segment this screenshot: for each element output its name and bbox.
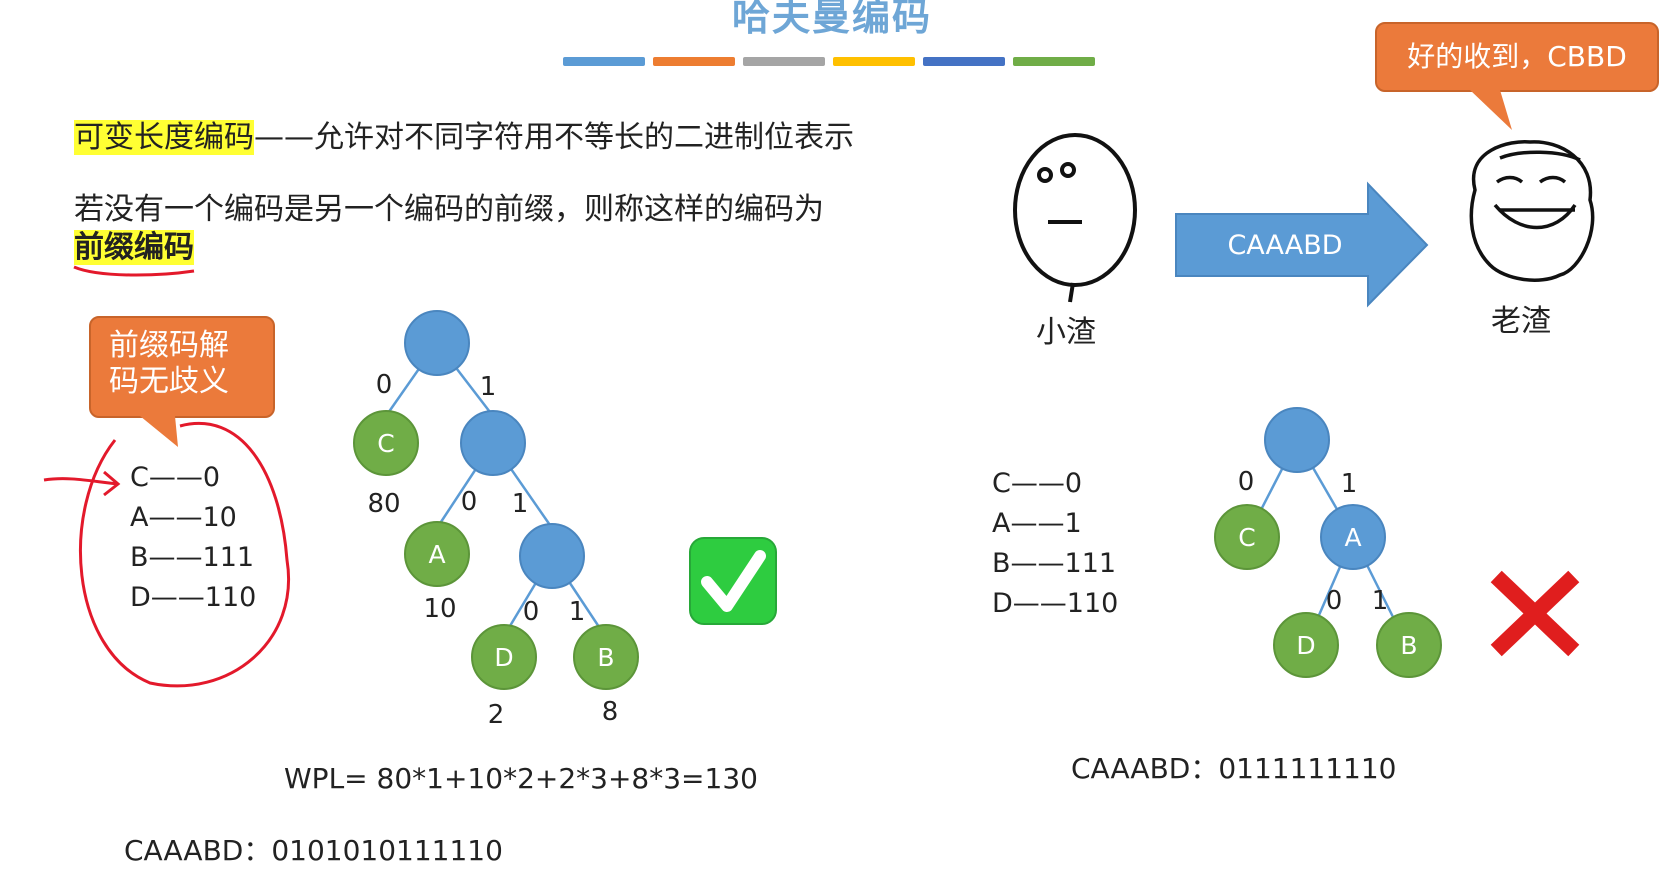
sender-face-icon xyxy=(1013,133,1137,303)
edge-label: 1 xyxy=(1372,586,1389,616)
color-bars xyxy=(563,57,1095,66)
code-item: C——0 xyxy=(130,462,221,493)
code-item: C——0 xyxy=(992,468,1083,499)
node-label-d: D xyxy=(494,643,513,672)
tree-right-node-a xyxy=(1320,504,1386,570)
message-arrow xyxy=(1175,181,1429,308)
code-item: D——110 xyxy=(130,582,257,613)
prefix-code-term-line: 前缀编码 xyxy=(74,222,194,266)
color-bar-5 xyxy=(923,57,1005,66)
callout-line-2: 码无歧义 xyxy=(109,364,229,399)
tree-right-node-b xyxy=(1376,612,1442,678)
code-item: D——110 xyxy=(992,588,1119,619)
edge-label: 0 xyxy=(523,597,540,627)
tree-left-node-b xyxy=(573,624,639,690)
edge-label: 0 xyxy=(376,370,393,400)
callout-line-1: 前缀码解 xyxy=(109,328,229,363)
tree-left-node-a xyxy=(404,521,470,587)
variable-length-term: 可变长度编码 xyxy=(74,120,254,155)
edge-label: 1 xyxy=(569,597,586,627)
callout-no-ambiguity: 前缀码解 码无歧义 xyxy=(89,316,275,418)
definition-text: ——允许对不同字符用不等长的二进制位表示 xyxy=(254,120,854,155)
hand-drawn-circle xyxy=(79,422,290,688)
code-item: B——111 xyxy=(992,548,1117,579)
tree-left-internal-2 xyxy=(519,523,585,589)
check-icon xyxy=(689,537,777,625)
callout-right-tail xyxy=(1470,90,1512,130)
tree-left-root xyxy=(404,310,470,376)
prefix-code-term: 前缀编码 xyxy=(74,230,194,265)
weight-label-d: 2 xyxy=(488,700,505,730)
encoding-right: CAAABD：0111111110 xyxy=(1071,752,1397,785)
receiver-name: 老渣 xyxy=(1491,304,1551,339)
callout-left-tail xyxy=(140,416,178,447)
node-label-b: B xyxy=(597,643,614,672)
prefix-definition-line: 若没有一个编码是另一个编码的前缀，则称这样的编码为 xyxy=(74,192,824,227)
code-item: A——1 xyxy=(992,508,1082,539)
wpl-formula: WPL= 80*1+10*2+2*3+8*3=130 xyxy=(284,762,758,795)
code-item: A——10 xyxy=(130,502,237,533)
callout-reply: 好的收到，CBBD xyxy=(1375,22,1659,92)
node-label-a: A xyxy=(428,540,445,569)
weight-label-c: 80 xyxy=(367,489,400,519)
node-label-a: A xyxy=(1344,523,1361,552)
color-bar-4 xyxy=(833,57,915,66)
edge-label: 1 xyxy=(480,372,497,402)
code-list-right: C——0 A——1 B——111 D——110 xyxy=(992,464,1118,624)
tree-right-node-d xyxy=(1273,612,1339,678)
color-bar-1 xyxy=(563,57,645,66)
code-list-left: C——0 A——10 B——111 D——110 xyxy=(130,458,256,618)
color-bar-2 xyxy=(653,57,735,66)
encoding-left: CAAABD：0101010111110 xyxy=(124,834,503,867)
hand-drawn-arrowhead xyxy=(103,470,121,497)
tree-right-node-c xyxy=(1214,504,1280,570)
cross-icon xyxy=(1490,570,1580,657)
color-bar-3 xyxy=(743,57,825,66)
hand-drawn-arrow xyxy=(43,477,119,486)
definition-line: 可变长度编码——允许对不同字符用不等长的二进制位表示 xyxy=(74,112,854,156)
edge-label: 0 xyxy=(1238,467,1255,497)
edge-label: 1 xyxy=(512,489,529,519)
tree-left-node-d xyxy=(471,624,537,690)
weight-label-a: 10 xyxy=(423,594,456,624)
node-label-b: B xyxy=(1400,631,1417,660)
weight-label-b: 8 xyxy=(602,697,619,727)
hand-drawn-underline xyxy=(73,265,195,277)
tree-left-internal-1 xyxy=(460,410,526,476)
tree-left-node-c xyxy=(353,410,419,476)
sender-name: 小渣 xyxy=(1036,315,1096,350)
page-title: 哈夫曼编码 xyxy=(731,0,932,39)
tree-right-root xyxy=(1264,407,1330,473)
color-bar-6 xyxy=(1013,57,1095,66)
edge-label: 0 xyxy=(461,487,478,517)
edge-label: 0 xyxy=(1326,586,1343,616)
arrow-message: CAAABD xyxy=(1227,230,1342,261)
code-item: B——111 xyxy=(130,542,255,573)
edge-label: 1 xyxy=(1341,469,1358,499)
node-label-c: C xyxy=(377,429,394,458)
receiver-face-icon xyxy=(1469,140,1595,282)
node-label-d: D xyxy=(1296,631,1315,660)
node-label-c: C xyxy=(1238,523,1255,552)
